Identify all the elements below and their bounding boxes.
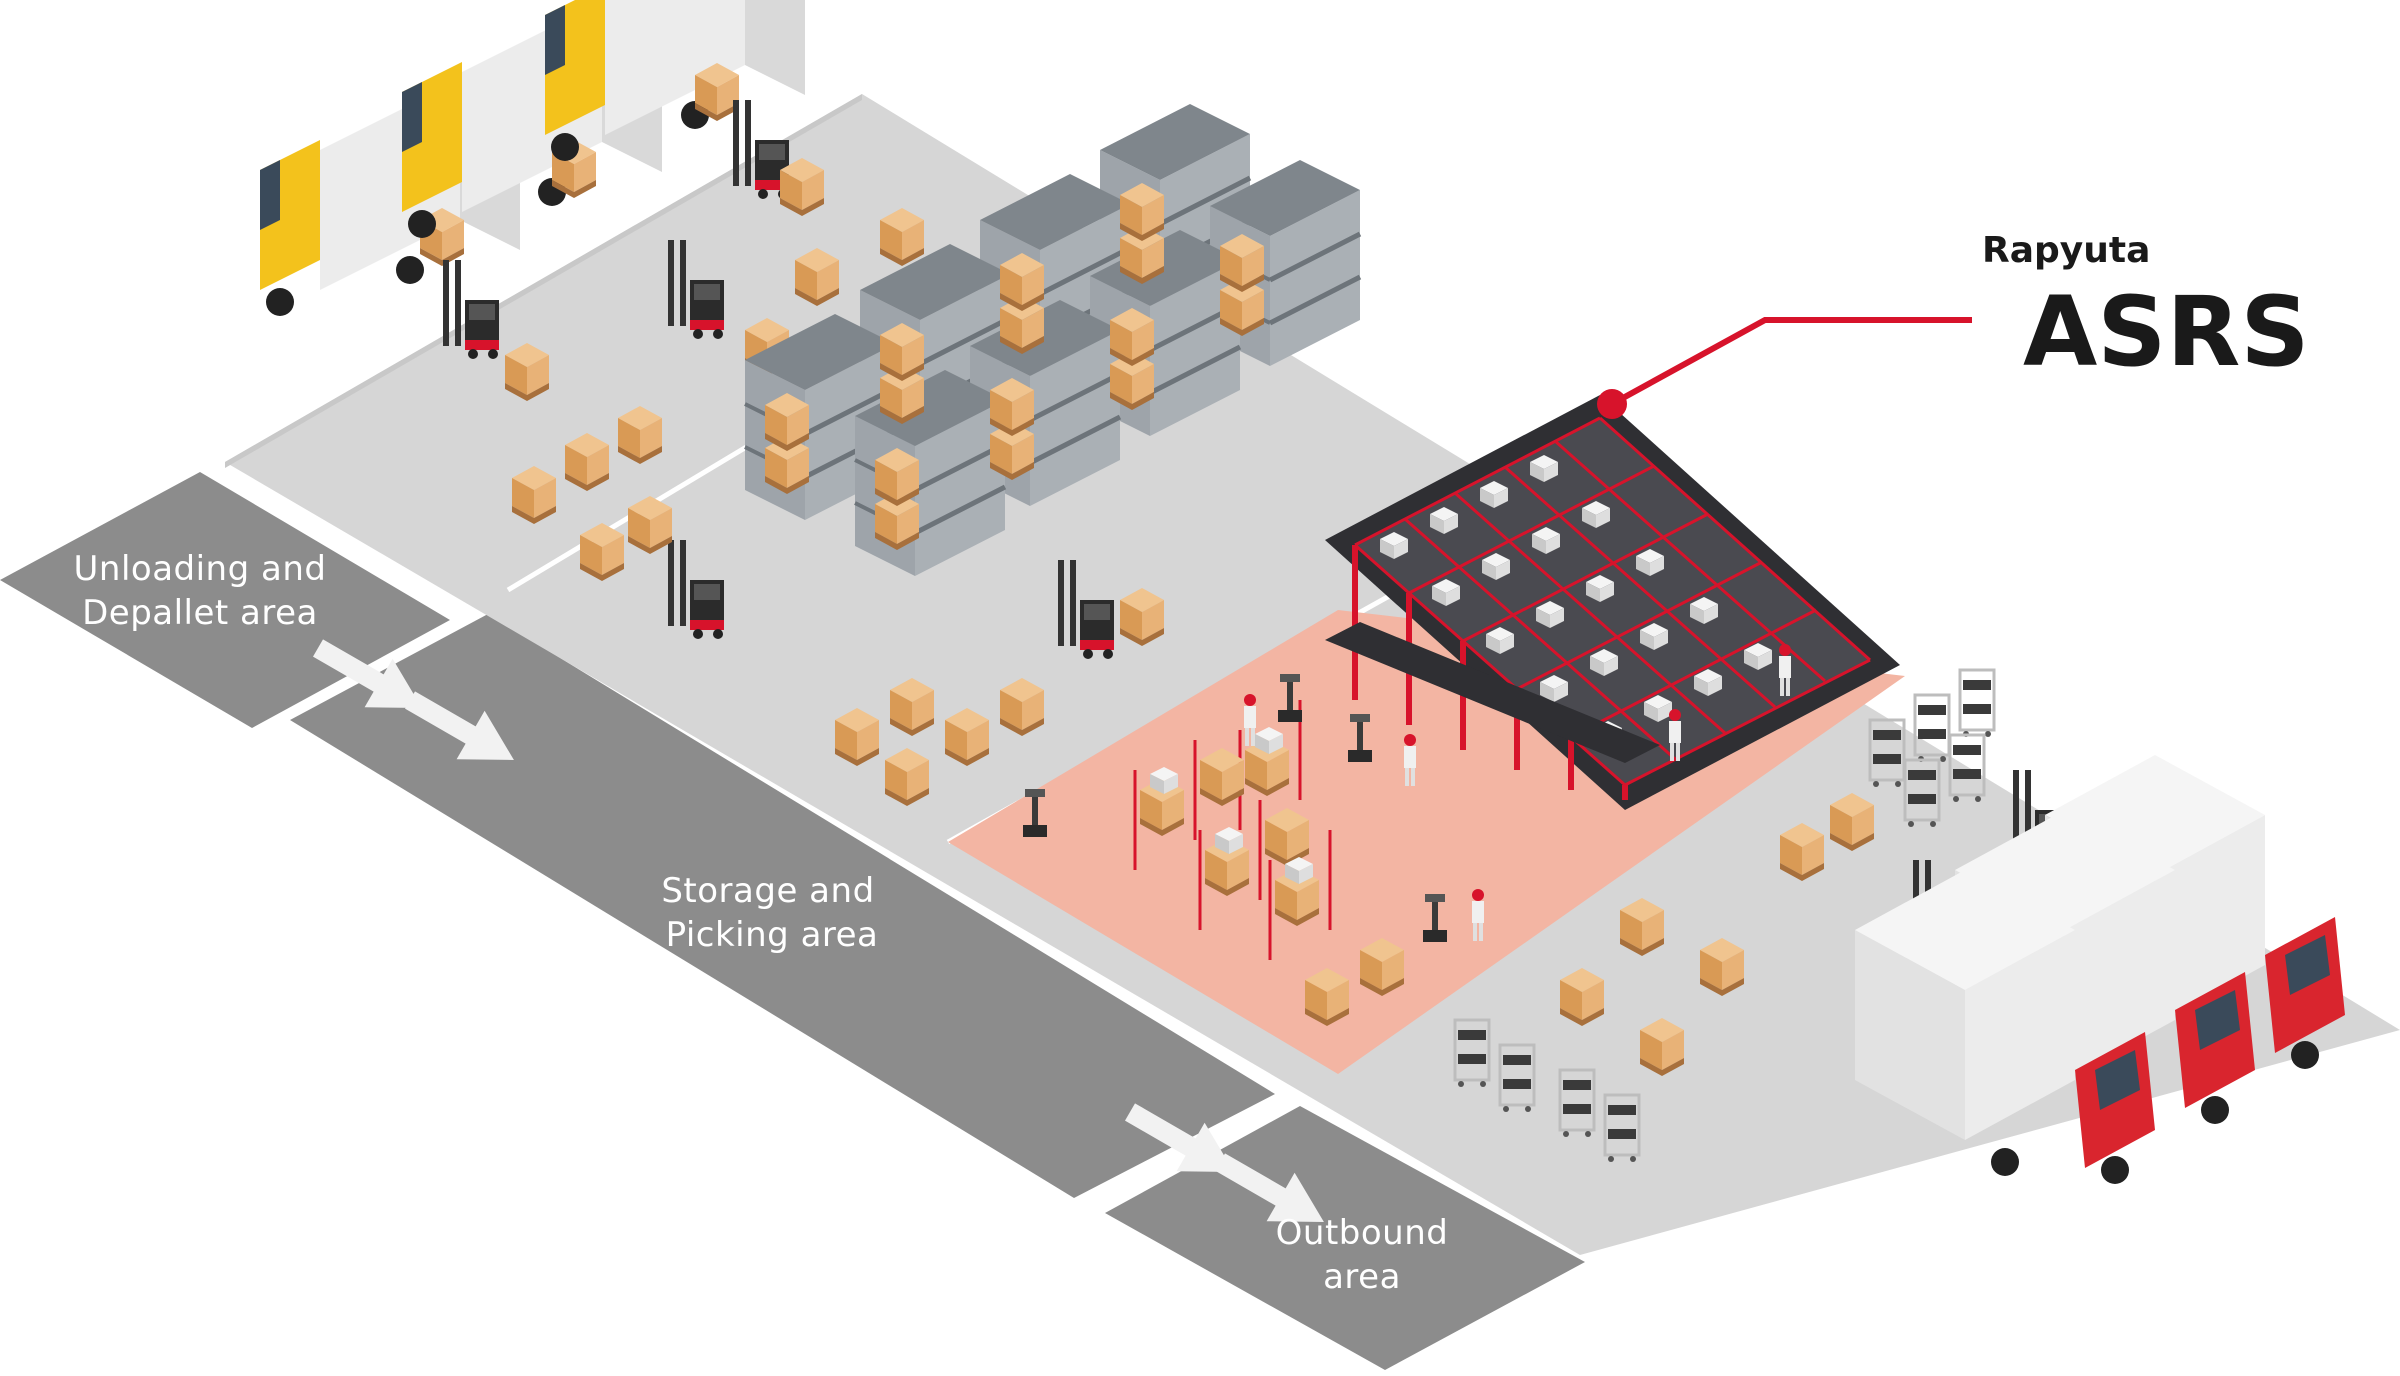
storage-label-line1: Storage and (661, 871, 874, 911)
pallet-box-icon (1780, 823, 1824, 881)
callout-dot (1597, 389, 1627, 419)
brand-name: Rapyuta (1982, 230, 2150, 271)
pallet-box-icon (505, 343, 549, 401)
inbound-trucks (260, 0, 805, 316)
picking-shelves (1133, 700, 1332, 960)
product-name: ASRS (2023, 276, 2310, 388)
outbound-trucks (1855, 755, 2345, 1184)
pallet-box-icon (628, 496, 672, 554)
pallet-box-icon (890, 678, 934, 736)
arrow-right-icon (405, 691, 514, 760)
asrs-callout: Rapyuta ASRS (1597, 230, 2310, 419)
pallet-box-icon (835, 708, 879, 766)
zone-label-outbound: Outbound area (1276, 1213, 1449, 1297)
asrs-grid-icon (1325, 395, 1900, 810)
pallet-box-icon (512, 466, 556, 524)
outbound-label-line2: area (1323, 1257, 1401, 1297)
pallet-box-icon (780, 158, 824, 216)
picking-area-items (1023, 644, 1791, 1026)
pallet-box-icon (618, 406, 662, 464)
pallet-box-icon (1000, 678, 1044, 736)
pallet-box-icon (565, 433, 609, 491)
pallet-box-icon (1360, 938, 1404, 996)
pallet-box-icon (580, 523, 624, 581)
pallet-box-icon (945, 708, 989, 766)
pallet-box-icon (1560, 968, 1604, 1026)
unloading-label-line1: Unloading and (74, 549, 327, 589)
pallet-box-icon (795, 248, 839, 306)
pallet-box-icon (880, 208, 924, 266)
outbound-label-line1: Outbound (1276, 1213, 1449, 1253)
zone-label-unloading: Unloading and Depallet area (74, 549, 327, 633)
pallet-box-icon (1700, 938, 1744, 996)
pallet-box-icon (885, 748, 929, 806)
arrow-right-icon (313, 639, 422, 708)
pallet-box-icon (1640, 1018, 1684, 1076)
storage-road (290, 614, 1275, 1198)
cart-icon (1958, 668, 1996, 739)
pallet-box-icon (1120, 588, 1164, 646)
pallet-box-icon (1305, 968, 1349, 1026)
zone-label-storage: Storage and Picking area (661, 871, 878, 955)
truck-icon (545, 0, 805, 161)
arrow-right-icon (1125, 1103, 1234, 1172)
pallet-box-icon (1620, 898, 1664, 956)
arrow-right-icon (1215, 1153, 1324, 1222)
pallet-box-icon (1830, 793, 1874, 851)
unloading-label-line2: Depallet area (82, 593, 318, 633)
truck-icon (1855, 870, 2155, 1184)
storage-label-line2: Picking area (666, 915, 879, 955)
